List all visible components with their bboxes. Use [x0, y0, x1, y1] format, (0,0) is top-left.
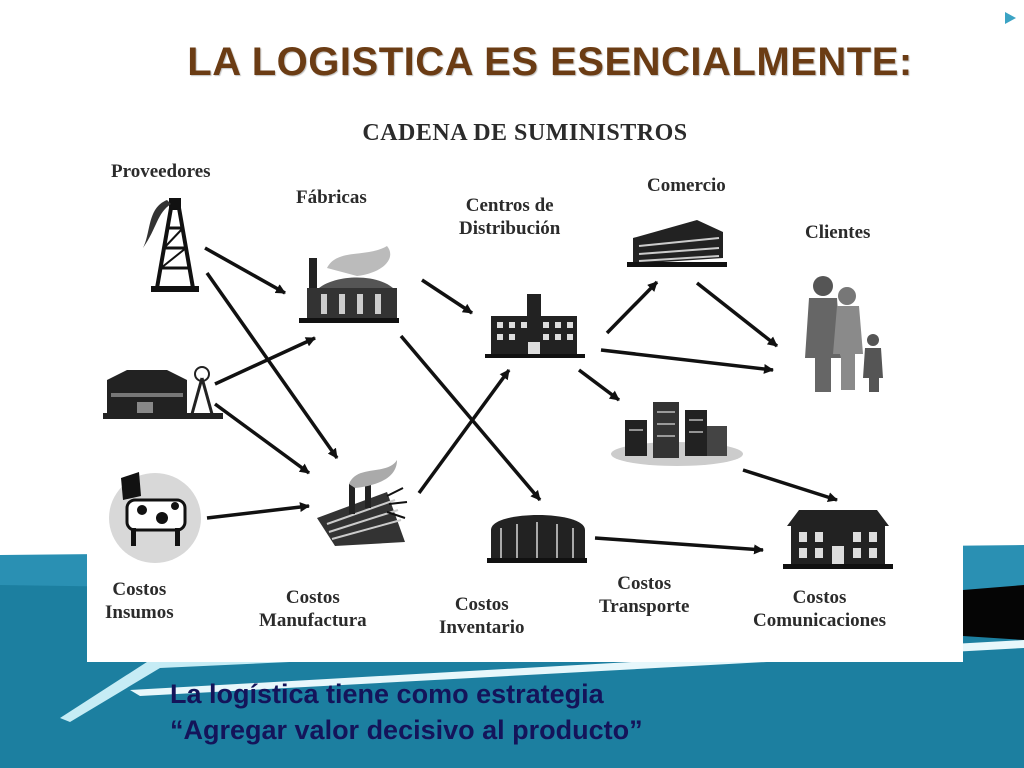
- label-proveedores: Proveedores: [111, 161, 211, 182]
- barn-icon: [103, 366, 223, 419]
- house-icon: [783, 510, 893, 569]
- arrow-proveedores-manufactura: [205, 271, 339, 460]
- arrow-barn-fabricas: [214, 336, 316, 386]
- label-costos-insumos: Costos Insumos: [105, 579, 174, 623]
- bullet-triangle: [1005, 12, 1016, 24]
- label-clientes: Clientes: [805, 222, 871, 243]
- arrow-inventario-house: [594, 536, 764, 555]
- industrial-plant-icon: [317, 460, 408, 546]
- arrow-city-house: [742, 468, 838, 503]
- arrow-centros-clientes: [600, 348, 774, 374]
- diagram-title: CADENA DE SUMINISTROS: [362, 120, 688, 146]
- label-costos-comunicaciones: Costos Comunicaciones: [753, 587, 886, 631]
- arrow-fabricas-inventario: [399, 334, 542, 502]
- label-costos-transporte: Costos Transporte: [599, 573, 690, 617]
- label-fabricas: Fábricas: [296, 187, 367, 208]
- factory-icon: [299, 246, 399, 323]
- arrow-centros-comercio: [605, 280, 659, 335]
- supply-chain-panel: CADENA DE SUMINISTROS Proveedores Fábric…: [87, 108, 963, 662]
- arrow-fabricas-centros: [421, 278, 473, 315]
- supply-chain-diagram: [103, 198, 893, 569]
- arrow-barn-manufactura: [213, 402, 311, 475]
- caption-line-1: La logística tiene como estrategia: [170, 679, 604, 709]
- arrow-manufactura-centros: [417, 368, 511, 495]
- label-centros-distribucion: Centros de Distribución: [459, 195, 561, 239]
- label-costos-manufactura: Costos Manufactura: [259, 587, 367, 631]
- slide-title: LA LOGISTICA ES ESENCIALMENTE:: [187, 40, 913, 84]
- caption-line-2: “Agregar valor decisivo al producto”: [170, 715, 643, 745]
- arrow-centros-city: [577, 368, 621, 402]
- warehouse-icon: [485, 294, 585, 358]
- arrow-proveedores-fabricas: [204, 246, 286, 295]
- dark-corner: [963, 585, 1024, 640]
- label-comercio: Comercio: [647, 175, 726, 196]
- family-icon: [805, 276, 883, 392]
- arrow-comercio-clientes: [695, 281, 779, 348]
- cow-icon: [109, 472, 201, 563]
- city-buildings-icon: [611, 402, 743, 466]
- label-costos-inventario: Costos Inventario: [439, 594, 525, 638]
- store-icon: [627, 220, 727, 267]
- caption: La logística tiene como estrategia “Agre…: [170, 676, 643, 748]
- arrow-cow-manufactura: [206, 502, 310, 520]
- oil-derrick-icon: [143, 198, 199, 292]
- quonset-warehouse-icon: [487, 515, 587, 563]
